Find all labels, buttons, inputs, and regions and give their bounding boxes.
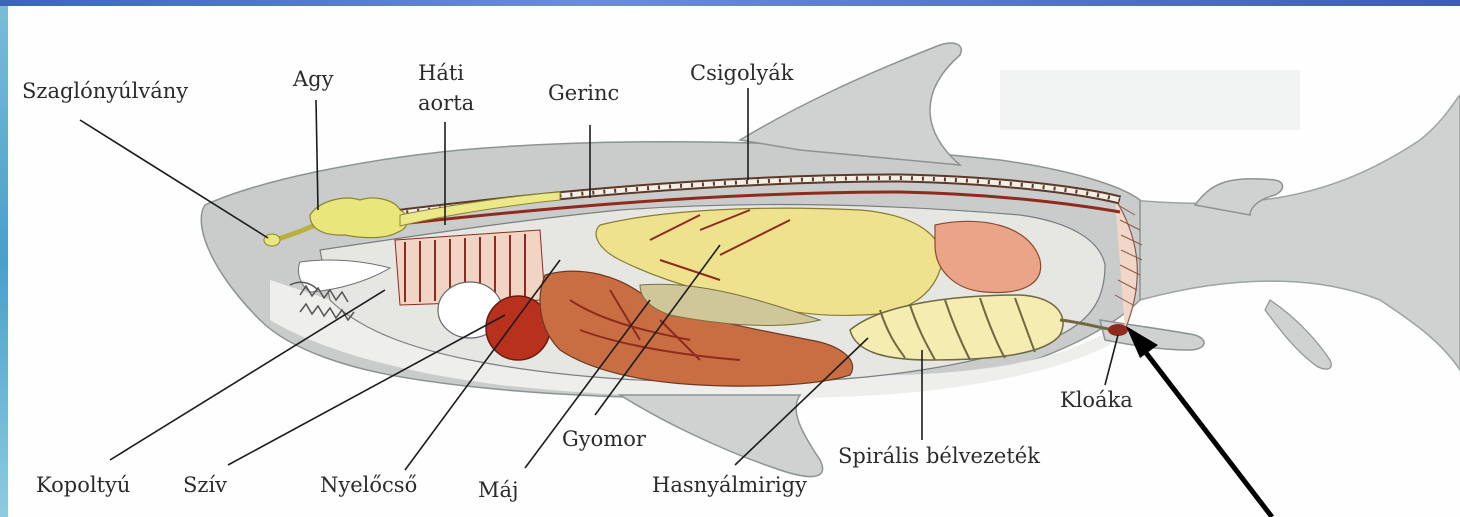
leader-kopoltyu	[110, 290, 385, 460]
pointer-arrow	[1126, 326, 1272, 517]
leader-szaglonyulvany	[80, 120, 268, 238]
label-kloaka: Kloáka	[1060, 388, 1133, 412]
label-gyomor: Gyomor	[562, 427, 647, 451]
label-hati: Háti	[418, 61, 464, 85]
label-szaglonyulvany: Szaglónyúlvány	[22, 79, 188, 103]
label-aorta: aorta	[418, 91, 474, 115]
label-hasnyalmirigy: Hasnyálmirigy	[652, 473, 807, 497]
label-nyelocso: Nyelőcső	[320, 473, 417, 497]
label-sziv: Szív	[183, 473, 227, 497]
cloaca	[1108, 324, 1128, 336]
label-csigolyak: Csigolyák	[690, 61, 794, 85]
label-agy: Agy	[292, 67, 334, 91]
label-spiralis: Spirális bélvezeték	[838, 444, 1040, 468]
label-gerinc: Gerinc	[548, 81, 619, 105]
label-kopoltyu: Kopoltyú	[36, 473, 130, 497]
label-maj: Máj	[478, 478, 519, 502]
background-watermark	[1000, 70, 1300, 130]
